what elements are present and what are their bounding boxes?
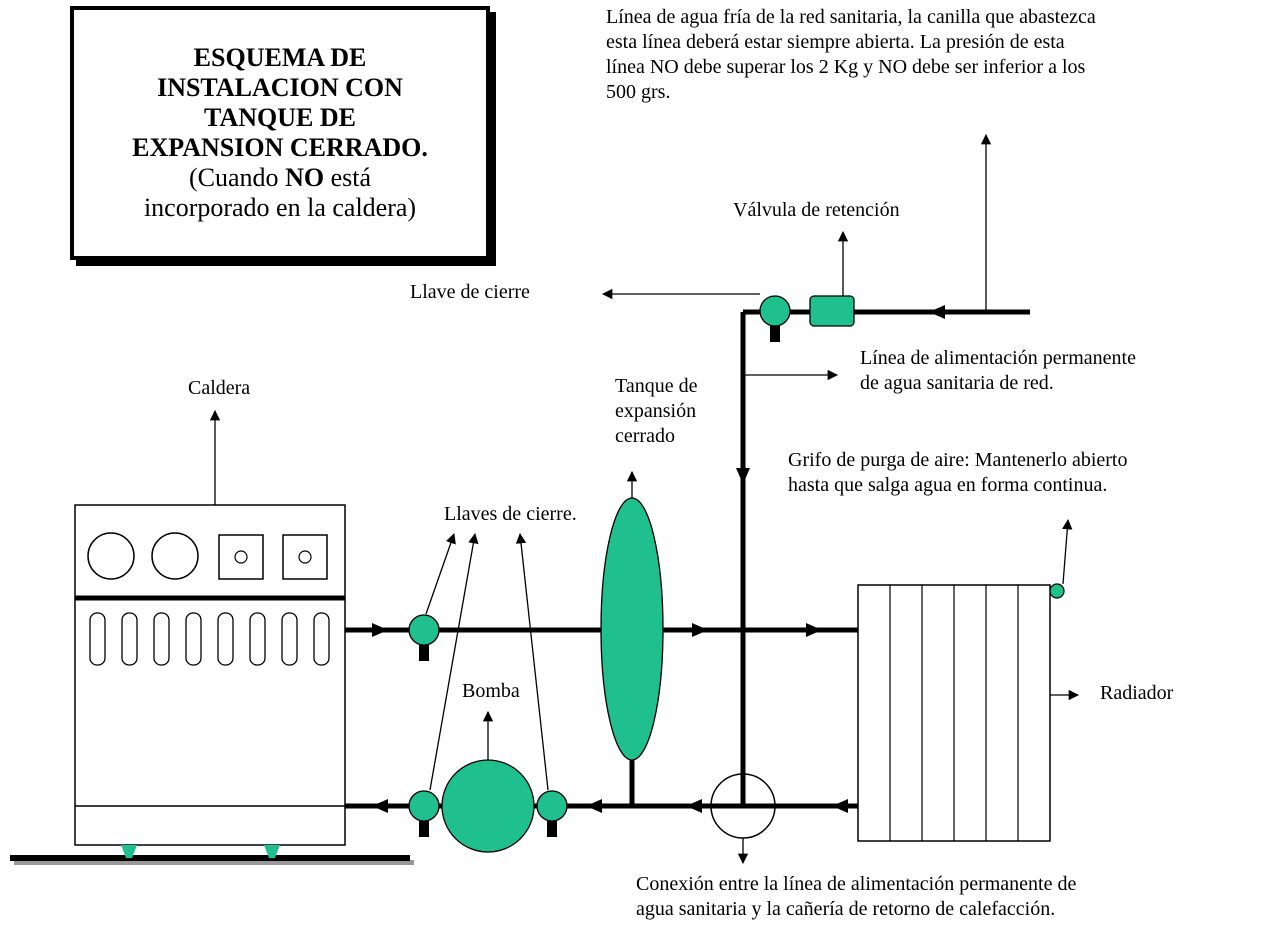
pump [441, 759, 535, 853]
label-check-valve: Válvula de retención [733, 199, 900, 221]
label-expansion-tank: Tanque de expansión cerrado [615, 375, 698, 447]
title-line-3: TANQUE DE [204, 103, 356, 132]
label-connection: Conexión entre la línea de alimentación … [636, 873, 1077, 920]
air-bleed-valve [1049, 583, 1065, 599]
boiler-foot-left [121, 845, 137, 858]
label-cold-water-line: Línea de agua fría de la red sanitaria, … [606, 6, 1096, 103]
title-box: ESQUEMA DE INSTALACION CON TANQUE DE EXP… [70, 6, 490, 260]
flow-arrow-icon [686, 799, 702, 813]
title-subtitle-line-2: incorporado en la caldera) [143, 193, 417, 222]
floor [10, 855, 414, 865]
check-valve [809, 295, 855, 327]
title-line-2: INSTALACION CON [157, 73, 403, 102]
flow-arrow-icon [736, 468, 750, 484]
radiator [857, 584, 1051, 842]
flow-arrow-icon [692, 623, 708, 637]
label-air-bleed: Grifo de purga de aire: Mantenerlo abier… [788, 449, 1128, 496]
label-boiler: Caldera [188, 377, 251, 399]
shutoff-valve-return-right [536, 790, 568, 837]
label-feed-line: Línea de alimentación permanente de agua… [860, 347, 1136, 394]
flow-arrow-icon [586, 799, 602, 813]
boiler-dial-1 [87, 532, 135, 580]
boiler-dial-2 [151, 532, 199, 580]
flow-arrow-icon [372, 799, 388, 813]
title-line-1: ESQUEMA DE [193, 43, 367, 72]
flow-arrows [372, 305, 945, 813]
flow-arrow-icon [806, 623, 822, 637]
label-pump: Bomba [462, 680, 520, 702]
title-line-4: EXPANSION CERRADO. [132, 133, 428, 162]
boiler-switch-1 [218, 534, 264, 580]
flow-arrow-icon [832, 799, 848, 813]
label-radiator: Radiador [1100, 682, 1174, 704]
label-shutoff-valves: Llaves de cierre. [444, 503, 577, 525]
flow-arrow-icon [929, 305, 945, 319]
flow-arrow-icon [372, 623, 388, 637]
shutoff-valve-supply [408, 614, 440, 661]
label-shutoff-valve: Llave de cierre [410, 281, 530, 303]
boiler-foot-right [264, 845, 280, 858]
boiler-burner-slots [89, 612, 330, 666]
boiler-switch-2 [282, 534, 328, 580]
expansion-tank [600, 497, 664, 761]
title-subtitle-line-1: (Cuando NO está [189, 163, 371, 192]
shutoff-valve-return-left [408, 790, 440, 837]
shutoff-valve-feed [759, 295, 791, 342]
annotation-arrows [209, 133, 1080, 865]
boiler [74, 504, 346, 858]
